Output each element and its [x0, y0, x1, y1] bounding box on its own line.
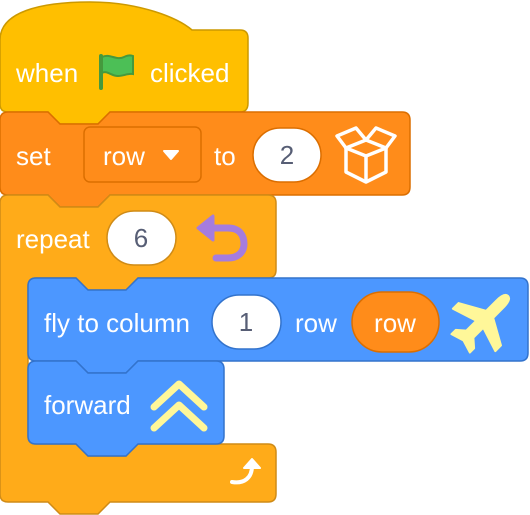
fly-row-label: row: [295, 308, 337, 338]
fly-to-column-block[interactable]: fly to column 1 row row: [27, 275, 529, 374]
when-flag-clicked-block[interactable]: when clicked: [0, 1, 249, 125]
box-icon: [335, 126, 397, 184]
row-variable-reporter[interactable]: row: [351, 291, 440, 353]
forward-label: forward: [44, 390, 131, 420]
hat-clicked-label: clicked: [150, 58, 229, 88]
set-label: set: [16, 141, 51, 171]
hat-when-label: when: [15, 58, 78, 88]
row-reporter-text: row: [374, 308, 416, 338]
set-value-text: 2: [280, 140, 294, 170]
column-input-text: 1: [239, 307, 253, 337]
repeat-label: repeat: [16, 224, 90, 254]
dropdown-arrow-icon: [163, 150, 179, 160]
green-flag-icon: [99, 54, 134, 90]
variable-dropdown[interactable]: row: [83, 126, 202, 183]
column-input[interactable]: 1: [211, 294, 282, 350]
loop-arrow-icon: [196, 214, 248, 262]
fly-to-column-label: fly to column: [44, 308, 190, 338]
loop-return-icon: [230, 458, 261, 485]
variable-dropdown-value: row: [103, 141, 145, 171]
repeat-block[interactable]: repeat 6: [0, 194, 277, 515]
set-variable-block[interactable]: set row to 2: [0, 111, 411, 208]
forward-block[interactable]: forward: [27, 360, 225, 457]
double-chevron-up-icon: [150, 380, 208, 432]
airplane-icon: [450, 293, 511, 354]
repeat-count-input[interactable]: 6: [106, 210, 177, 266]
repeat-count-text: 6: [134, 223, 148, 253]
set-to-label: to: [214, 141, 236, 171]
set-value-input[interactable]: 2: [252, 127, 322, 183]
